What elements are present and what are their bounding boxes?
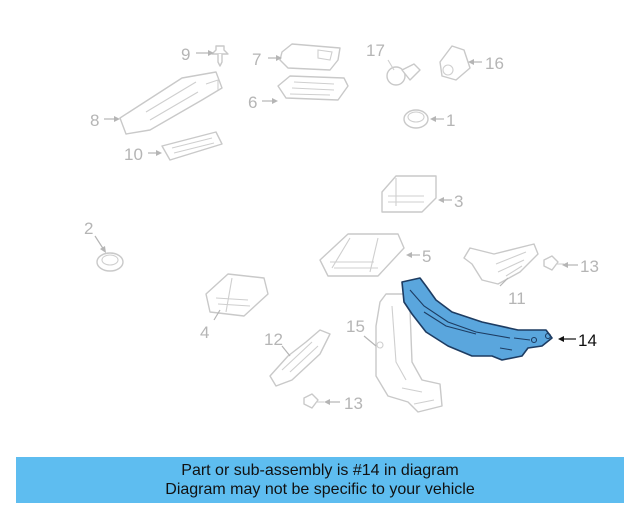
part-7-cover — [279, 43, 341, 71]
part-2-cap — [96, 252, 124, 272]
part-5-register — [319, 233, 405, 277]
callout-14: 14 — [578, 331, 597, 350]
info-banner: Part or sub-assembly is #14 in diagram D… — [16, 457, 624, 503]
callout-6: 6 — [248, 93, 257, 112]
callout-17: 17 — [366, 41, 385, 60]
callout-3: 3 — [454, 192, 463, 211]
callout-7: 7 — [252, 50, 261, 69]
part-13-screw-upper — [543, 255, 564, 271]
part-9-clip — [211, 45, 229, 67]
part-10-vent — [161, 131, 223, 161]
callout-9: 9 — [181, 45, 190, 64]
banner-line-part: Part or sub-assembly is #14 in diagram — [181, 462, 459, 479]
callout-8: 8 — [90, 111, 99, 130]
part-11-duct — [463, 243, 539, 285]
callout-16: 16 — [485, 54, 504, 73]
callout-5: 5 — [422, 247, 431, 266]
banner-line-disclaimer: Diagram may not be specific to your vehi… — [165, 481, 475, 498]
part-16-aspirator — [439, 45, 471, 81]
callout-13-upper: 13 — [580, 257, 599, 276]
part-6-grille — [277, 75, 349, 101]
part-8-register — [119, 71, 223, 135]
part-14-highlighted-duct — [401, 277, 553, 361]
part-1-round-vent — [403, 109, 429, 129]
parts-diagram: 9 7 6 8 10 17 16 — [84, 41, 599, 413]
part-17-sensor — [386, 59, 421, 86]
callout-2: 2 — [84, 219, 93, 238]
callout-13-lower: 13 — [344, 394, 363, 413]
callout-4: 4 — [200, 323, 209, 342]
part-12-duct — [269, 329, 331, 387]
callout-11: 11 — [508, 289, 526, 308]
callout-10: 10 — [124, 145, 143, 164]
callout-15: 15 — [346, 317, 365, 336]
part-3-register — [381, 175, 437, 213]
part-4-register — [205, 273, 269, 317]
part-13-screw-lower — [303, 393, 324, 409]
callout-12: 12 — [264, 330, 283, 349]
callout-1: 1 — [446, 111, 455, 130]
